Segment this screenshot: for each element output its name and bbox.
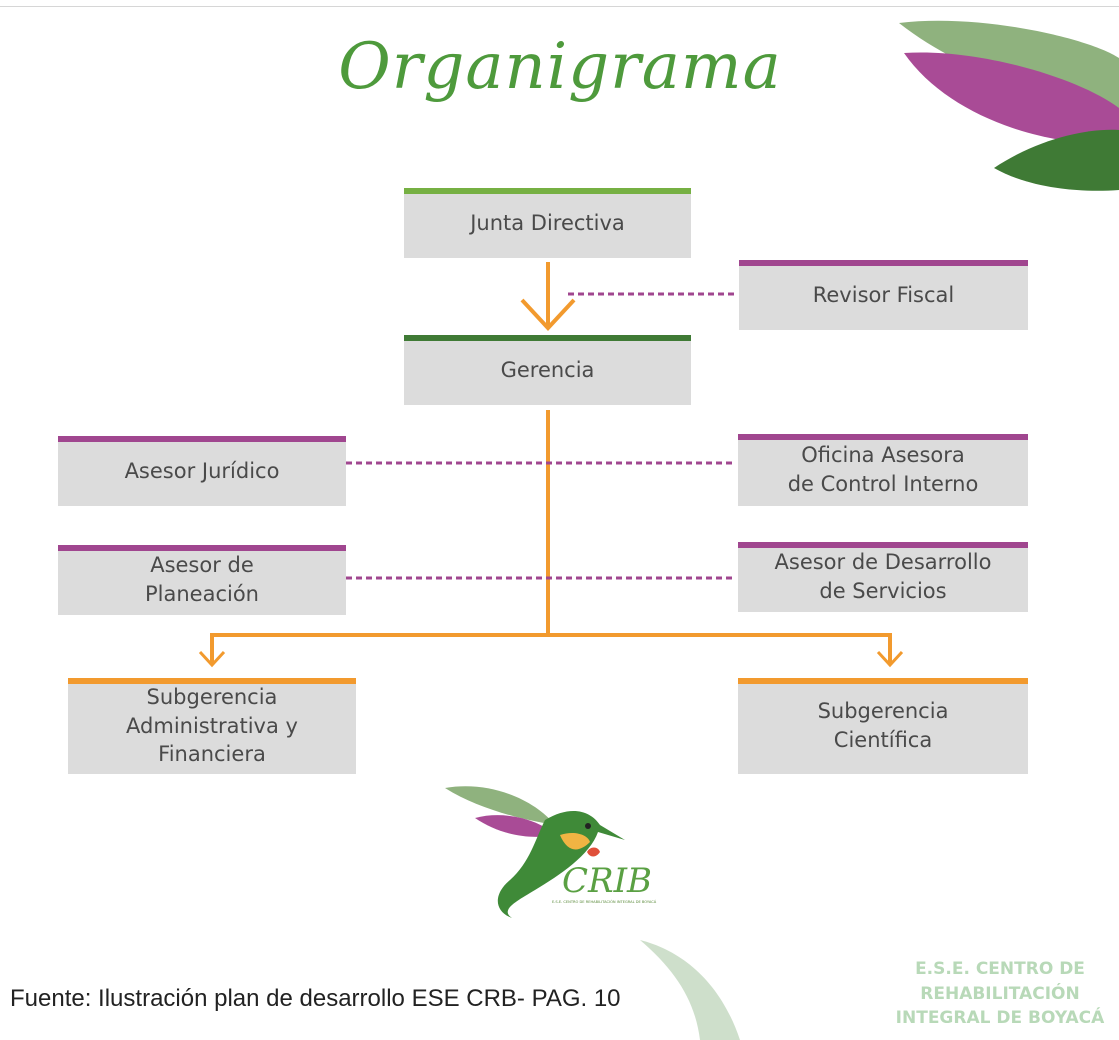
logo-text: CRIB [562,861,652,901]
box-asesor-planeacion: Asesor de Planeación [58,545,346,615]
box-subgerencia-administrativa: Subgerencia Administrativa y Financiera [68,678,356,774]
box-label: Asesor Jurídico [124,458,280,483]
box-label-line1: Subgerencia [146,684,278,709]
watermark-leaf-icon [640,940,740,1040]
box-label: Gerencia [500,357,595,382]
crib-hummingbird-logo: CRIB E.S.E. CENTRO DE REHABILITACIÓN INT… [445,786,657,918]
box-gerencia: Gerencia [404,335,691,405]
decorative-leaves-icon [899,20,1119,191]
source-caption: Fuente: Ilustración plan de desarrollo E… [10,985,621,1012]
watermark-line1: E.S.E. CENTRO DE REHABILITACIÓN [915,959,1085,1004]
box-label-line2: Científica [833,728,933,752]
top-divider [0,6,1119,7]
box-asesor-juridico: Asesor Jurídico [58,436,346,506]
watermark-line2: INTEGRAL DE BOYACÁ [895,1008,1105,1029]
box-revisor-fiscal: Revisor Fiscal [739,260,1028,330]
box-subgerencia-cientifica: Subgerencia Científica [738,678,1028,774]
page-title: Organigrama [338,30,782,104]
box-label-line2: de Servicios [819,579,947,603]
box-label-line2: de Control Interno [787,472,979,496]
box-label-line1: Asesor de Desarrollo [774,550,992,575]
box-label-line2: Administrativa y [126,713,298,738]
box-oficina-control-interno: Oficina Asesora de Control Interno [738,434,1028,506]
logo-subtext: E.S.E. CENTRO DE REHABILITACIÓN INTEGRAL… [552,899,657,904]
box-label: Revisor Fiscal [812,282,955,307]
box-label-line1: Subgerencia [817,699,949,724]
box-label-line1: Oficina Asesora [801,443,965,468]
box-label-line1: Asesor de [150,553,254,578]
box-junta-directiva: Junta Directiva [404,188,691,258]
watermark-text: E.S.E. CENTRO DE REHABILITACIÓN INTEGRAL… [850,957,1119,1031]
box-label-line2: Planeación [144,582,259,606]
box-asesor-desarrollo-servicios: Asesor de Desarrollo de Servicios [738,542,1028,612]
box-label-line3: Financiera [158,742,266,767]
box-label: Junta Directiva [470,210,625,235]
